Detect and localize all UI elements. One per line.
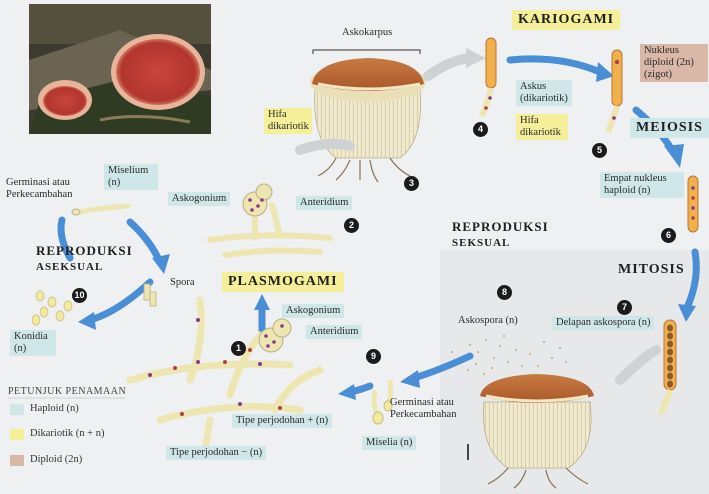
miselium-germination bbox=[77, 203, 131, 215]
step-number-4: 4 bbox=[473, 122, 488, 137]
step-number-8: 8 bbox=[497, 285, 512, 300]
konidia bbox=[31, 290, 73, 326]
label-hifa-dikariotik-2: Hifa dikariotik bbox=[516, 114, 568, 140]
label-hifa-dikariotik-1: Hifa dikariotik bbox=[264, 108, 312, 134]
askus-eight-spores-step7 bbox=[657, 319, 677, 416]
reproduksi-aseksual-line1: REPRODUKSI bbox=[36, 243, 133, 258]
label-tipe-perjodohan-minus: Tipe perjodohan − (n) bbox=[166, 446, 267, 460]
label-nukleus-diploid: Nukleus diploid (2n) (zigot) bbox=[640, 44, 708, 82]
step-number-10: 10 bbox=[72, 288, 87, 303]
askus-diploid-step5 bbox=[605, 49, 623, 134]
step-number-1: 1 bbox=[231, 341, 246, 356]
heading-mitosis: MITOSIS bbox=[618, 262, 685, 277]
label-askospora: Askospora (n) bbox=[458, 315, 518, 326]
label-askus-dikariotik: Askus (dikariotik) bbox=[516, 80, 572, 106]
step-number-7: 7 bbox=[617, 300, 632, 315]
cup-fungus-photo bbox=[29, 4, 211, 134]
label-empat-nukleus-haploid: Empat nukleus haploid (n) bbox=[600, 172, 684, 198]
legend-title: PETUNJUK PENAMAAN bbox=[8, 386, 127, 397]
anteridium-1 bbox=[272, 318, 292, 338]
legend-swatch-dikariotik bbox=[10, 429, 24, 440]
reproduksi-aseksual-line2: ASEKSUAL bbox=[36, 261, 104, 273]
askus-meiosis-step6 bbox=[687, 175, 699, 233]
legend-dikariotik: Dikariotik (n + n) bbox=[30, 428, 105, 439]
step-number-3: 3 bbox=[404, 176, 419, 191]
hyphae-mating-types bbox=[126, 296, 324, 454]
label-tipe-perjodohan-plus: Tipe perjodohan + (n) bbox=[232, 414, 333, 428]
legend-swatch-haploid bbox=[10, 404, 24, 415]
step-number-6: 6 bbox=[661, 228, 676, 243]
heading-kariogami: KARIOGAMI bbox=[512, 10, 621, 30]
label-germinasi-atas: Germinasi atau Perkecambahan bbox=[6, 177, 73, 200]
label-askogonium-1: Askogonium bbox=[282, 304, 345, 318]
label-miselia: Miselia (n) bbox=[362, 436, 417, 450]
askokarpus-bottom-illustration bbox=[480, 374, 594, 489]
heading-plasmogami: PLASMOGAMI bbox=[222, 272, 344, 292]
label-spora: Spora bbox=[170, 277, 195, 288]
askus-step4 bbox=[479, 37, 497, 118]
legend-swatch-diploid bbox=[10, 455, 24, 466]
label-miselium: Miselium (n) bbox=[104, 164, 158, 190]
reproduksi-seksual-line1: REPRODUKSI bbox=[452, 219, 549, 234]
label-konidia: Konidia (n) bbox=[10, 330, 56, 356]
heading-reproduksi-aseksual: REPRODUKSI ASEKSUAL bbox=[36, 242, 146, 276]
spore-spray bbox=[451, 335, 567, 375]
label-germinasi-bawah: Germinasi atau Perkecambahan bbox=[390, 397, 457, 420]
label-askogonium-2: Askogonium bbox=[168, 192, 231, 206]
label-anteridium-1: Anteridium bbox=[306, 325, 363, 339]
germinating-ascospores bbox=[371, 379, 394, 425]
step-number-9: 9 bbox=[366, 349, 381, 364]
reproduksi-seksual-line2: SEKSUAL bbox=[452, 237, 511, 249]
hyphae-nuclei bbox=[148, 318, 282, 416]
step-number-2: 2 bbox=[344, 218, 359, 233]
conidiophore bbox=[143, 283, 157, 307]
label-delapan-askospora: Delapan askospora (n) bbox=[552, 316, 655, 330]
label-anteridium-2: Anteridium bbox=[296, 196, 353, 210]
anteridium-2 bbox=[255, 183, 273, 201]
label-askokarpus: Askokarpus bbox=[342, 27, 393, 38]
legend-diploid: Diploid (2n) bbox=[30, 454, 83, 465]
heading-meiosis: MEIOSIS bbox=[630, 118, 709, 138]
heading-reproduksi-seksual: REPRODUKSI SEKSUAL bbox=[452, 218, 562, 252]
step-number-5: 5 bbox=[592, 143, 607, 158]
legend-haploid: Haploid (n) bbox=[30, 403, 79, 414]
